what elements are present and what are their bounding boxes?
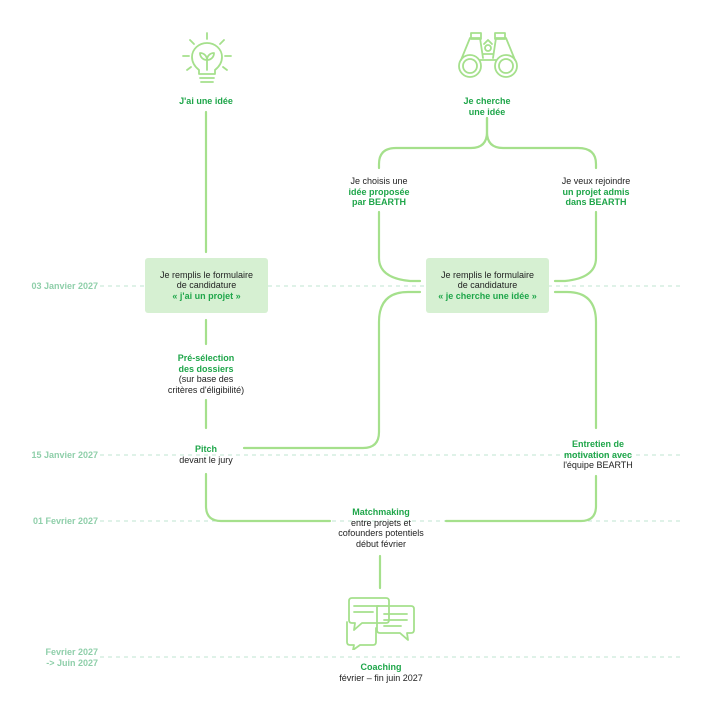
- interview-line3: l'équipe BEARTH: [563, 460, 633, 470]
- pitch-step: Pitch devant le jury: [179, 444, 233, 465]
- chat-bubbles-icon: [343, 594, 419, 655]
- form-project-line3: « j'ai un projet »: [172, 290, 241, 301]
- interview-line1: Entretien de: [571, 439, 624, 449]
- connector-pitch-to-matchmaking: [204, 472, 332, 523]
- pitch-title: Pitch: [194, 444, 217, 454]
- choice-join-project: Je veux rejoindre un projet admis dans B…: [562, 176, 631, 208]
- coaching-title: Coaching: [360, 662, 402, 672]
- connector-choice-right-to-form: [553, 210, 598, 283]
- matchmaking-line1: entre projets et: [350, 517, 412, 528]
- form-search-line1: Je remplis le formulaire: [440, 269, 535, 280]
- connector-choice-left-to-form: [377, 210, 422, 283]
- form-search-line3: « je cherche une idée »: [438, 290, 537, 301]
- search-title-line1: Je cherche: [463, 96, 511, 106]
- matchmaking-title: Matchmaking: [352, 507, 410, 517]
- form-search-line2: de candidature: [457, 280, 518, 291]
- connector-form-to-interview: [553, 290, 598, 430]
- interview-step: Entretien de motivation avec l'équipe BE…: [563, 439, 633, 471]
- search-title-line2: une idée: [468, 106, 506, 117]
- choice-proposed-idea-line2: idée proposée: [348, 186, 410, 197]
- connector-form-to-pitch: [242, 290, 422, 450]
- interview-line2: motivation avec: [563, 449, 633, 460]
- lightbulb-icon: [178, 30, 236, 93]
- matchmaking-line2: cofounders potentiels: [338, 528, 424, 538]
- binoculars-icon: [456, 30, 520, 87]
- date-label-feb-jun: Fevrier 2027 -> Juin 2027: [2, 647, 98, 668]
- form-project-box: Je remplis le formulaire de candidature …: [145, 258, 268, 313]
- choice-join-project-line1: Je veux rejoindre: [561, 176, 631, 186]
- preselection-line1: Pré-sélection: [177, 353, 235, 363]
- preselection-line3: (sur base des: [178, 374, 234, 384]
- date-label-jan03: 03 Janvier 2027: [31, 281, 98, 291]
- connector-interview-to-matchmaking: [444, 474, 598, 523]
- preselection-line2: des dossiers: [178, 363, 234, 374]
- form-search-box: Je remplis le formulaire de candidature …: [426, 258, 549, 313]
- choice-join-project-line2: un projet admis: [562, 186, 630, 197]
- pitch-subtitle: devant le jury: [179, 454, 233, 465]
- connector-search-to-choice-left: [377, 116, 489, 170]
- date-label-feb-jun-line2: -> Juin 2027: [46, 657, 98, 668]
- preselection-line4: critères d'éligibilité): [167, 384, 245, 395]
- matchmaking-step: Matchmaking entre projets et cofounders …: [338, 507, 424, 549]
- search-title: Je cherche une idée: [463, 96, 510, 117]
- preselection-step: Pré-sélection des dossiers (sur base des…: [168, 353, 244, 395]
- choice-proposed-idea-line3: par BEARTH: [351, 197, 406, 207]
- connector-search-to-choice-right: [485, 116, 598, 170]
- date-label-feb-jun-line1: Fevrier 2027: [45, 647, 98, 657]
- coaching-subtitle: février – fin juin 2027: [339, 672, 423, 683]
- coaching-step: Coaching février – fin juin 2027: [339, 662, 423, 683]
- form-project-line1: Je remplis le formulaire: [159, 269, 254, 280]
- choice-proposed-idea: Je choisis une idée proposée par BEARTH: [348, 176, 409, 208]
- date-label-feb01: 01 Fevrier 2027: [32, 516, 98, 526]
- matchmaking-line3: début février: [355, 538, 407, 549]
- idea-title: J'ai une idée: [179, 96, 233, 106]
- date-label-jan15: 15 Janvier 2027: [31, 450, 98, 460]
- form-project-line2: de candidature: [176, 280, 237, 291]
- choice-proposed-idea-line1: Je choisis une: [350, 176, 408, 186]
- choice-join-project-line3: dans BEARTH: [565, 197, 627, 207]
